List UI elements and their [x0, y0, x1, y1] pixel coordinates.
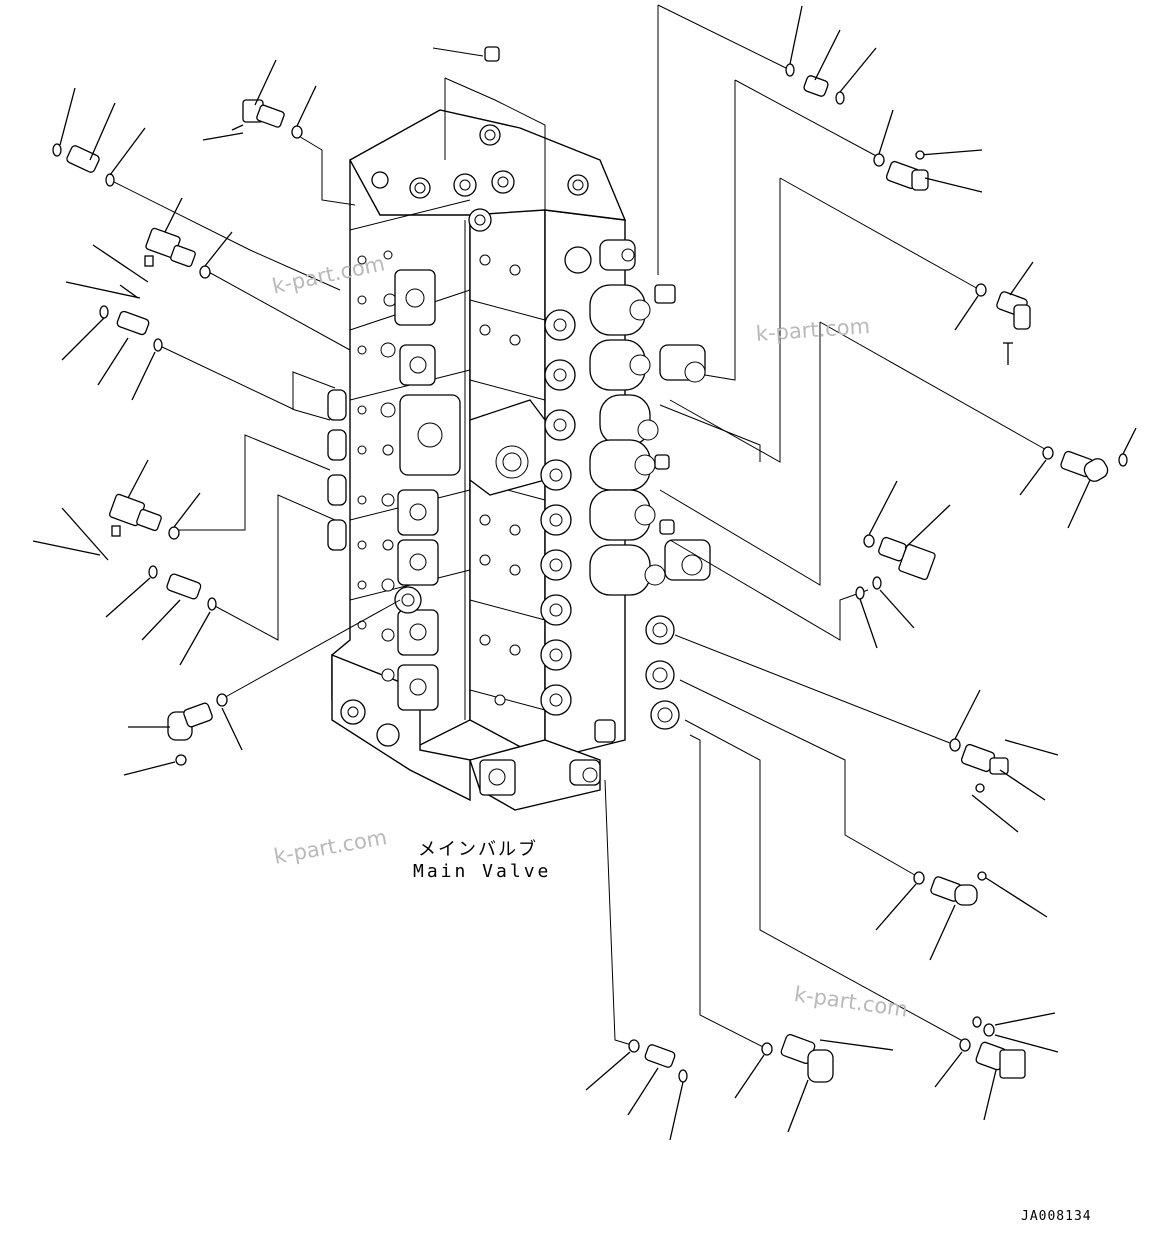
- fitting-rt-3: [954, 261, 1034, 365]
- left-face-holes: [357, 250, 397, 682]
- main-valve-label-jp: メインバルブ: [418, 839, 538, 860]
- top-bolts: [371, 124, 589, 232]
- fitting-ul-2: [202, 59, 317, 141]
- fitting-r-4: [1019, 427, 1137, 529]
- fitting-r-7: [875, 871, 1048, 961]
- pressure-switch-r: [855, 480, 951, 649]
- top-plug: [484, 46, 500, 62]
- left-body-fittings: [327, 389, 347, 551]
- leader-lines: [109, 4, 1051, 1049]
- fitting-rt-2: [873, 109, 983, 193]
- front-port-block: [469, 399, 546, 796]
- pressure-switch-l: [32, 459, 201, 561]
- main-valve-body: [327, 109, 711, 811]
- fitting-b-10: [585, 1039, 688, 1141]
- main-valve-label-en: Main Valve: [413, 861, 552, 882]
- exploded-fittings: [32, 5, 1137, 1141]
- elbow-fitting-ll: [123, 693, 243, 776]
- pressure-switch-ul: [92, 197, 233, 299]
- left-covers: [394, 269, 461, 711]
- fitting-rt-1: [785, 5, 877, 105]
- fitting-l-3: [61, 281, 163, 401]
- lower-plugs: [340, 699, 400, 747]
- fitting-ul-1: [52, 87, 146, 187]
- large-fittings: [569, 284, 711, 786]
- fitting-r-6: [949, 689, 1059, 833]
- solenoid-cylinders: [589, 239, 680, 730]
- fitting-l-5: [105, 565, 217, 666]
- fitting-r-8: [934, 1012, 1059, 1121]
- spool-caps: [540, 246, 592, 716]
- fitting-b-9: [734, 1034, 894, 1133]
- reference-code: JA008134: [1021, 1209, 1092, 1224]
